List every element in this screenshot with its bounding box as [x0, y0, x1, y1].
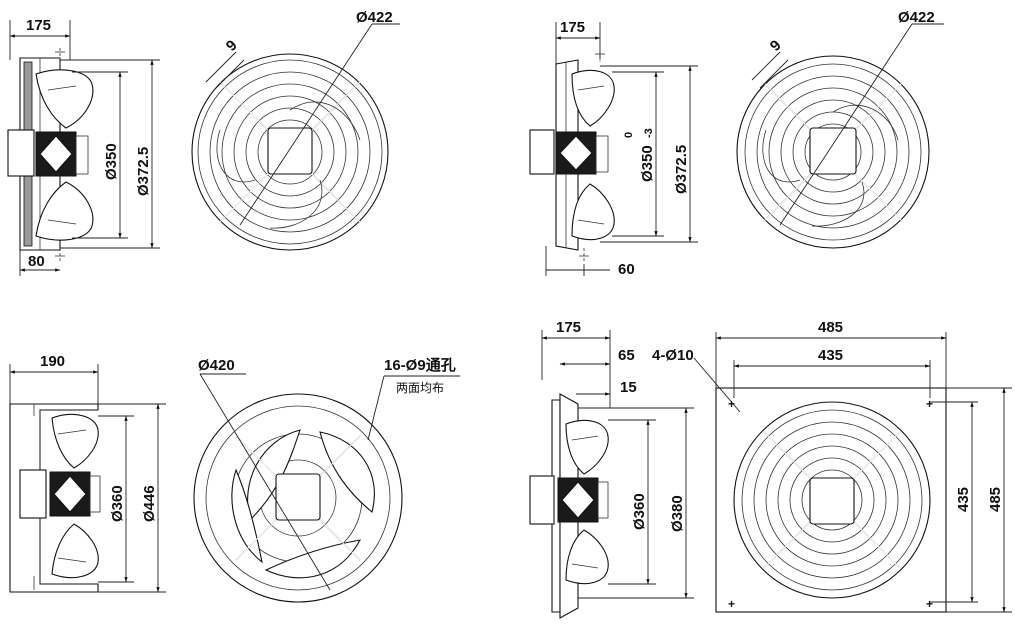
dim-ø350-top-right: Ø350	[639, 145, 656, 182]
holes-note-16: 16-Ø9通孔	[384, 357, 456, 374]
dim-60: 60	[618, 261, 635, 278]
dim-ø422-top-right: Ø422	[898, 9, 935, 26]
svg-text:+: +	[926, 597, 933, 611]
svg-text:+: +	[926, 397, 933, 411]
dim-435-horizontal: 435	[818, 347, 843, 364]
dim-435-vertical: 435	[955, 487, 972, 512]
dim-485-vertical: 485	[987, 487, 1004, 512]
holes-note-4: 4-Ø10	[652, 347, 694, 364]
dim-485-horizontal: 485	[818, 319, 843, 336]
dim-65: 65	[618, 347, 635, 364]
dim-175-top-right: 175	[560, 19, 585, 36]
dim-15: 15	[620, 379, 637, 396]
dim-ø446: Ø446	[141, 485, 158, 522]
front-view-top-right: Ø422 9	[736, 9, 944, 249]
side-view-top-right: 175 60 Ø350 0 -3 Ø372.5	[529, 19, 698, 278]
side-view-bottom-left: 190 Ø360 Ø446	[9, 353, 166, 593]
dim-ø372-5-top-right: Ø372.5	[673, 145, 690, 194]
front-view-top-left: Ø422 9	[191, 9, 400, 251]
dim-ø350-top-left: Ø350	[103, 143, 120, 180]
dim-190: 190	[40, 353, 65, 370]
holes-subnote: 两面均布	[396, 381, 444, 395]
dim-tol-lower: -3	[643, 128, 655, 138]
dim-ø360-bottom-right: Ø360	[631, 493, 648, 530]
front-view-bottom-left: Ø420 16-Ø9通孔 两面均布	[193, 357, 460, 603]
dim-80: 80	[28, 253, 45, 270]
dim-175-bottom-right: 175	[556, 319, 581, 336]
side-view-bottom-right: 175 65 15 Ø360 Ø380	[529, 319, 694, 619]
dim-ø420: Ø420	[198, 357, 235, 374]
dim-9-top-right: 9	[767, 37, 785, 55]
dim-9-top-left: 9	[223, 37, 241, 55]
side-view-top-left: 175 80 Ø350 Ø372.5	[7, 17, 160, 276]
dim-ø360: Ø360	[109, 485, 126, 522]
svg-text:+: +	[728, 397, 735, 411]
dim-ø380: Ø380	[669, 495, 686, 532]
dim-ø372-5-top-left: Ø372.5	[135, 147, 152, 196]
dim-175-top-left: 175	[26, 17, 51, 34]
dim-tol-upper: 0	[623, 132, 635, 138]
dim-ø422-top-left: Ø422	[356, 9, 393, 26]
svg-text:+: +	[728, 597, 735, 611]
front-view-bottom-right: + + + + 485 435 4-Ø10 435 485	[652, 319, 1012, 613]
